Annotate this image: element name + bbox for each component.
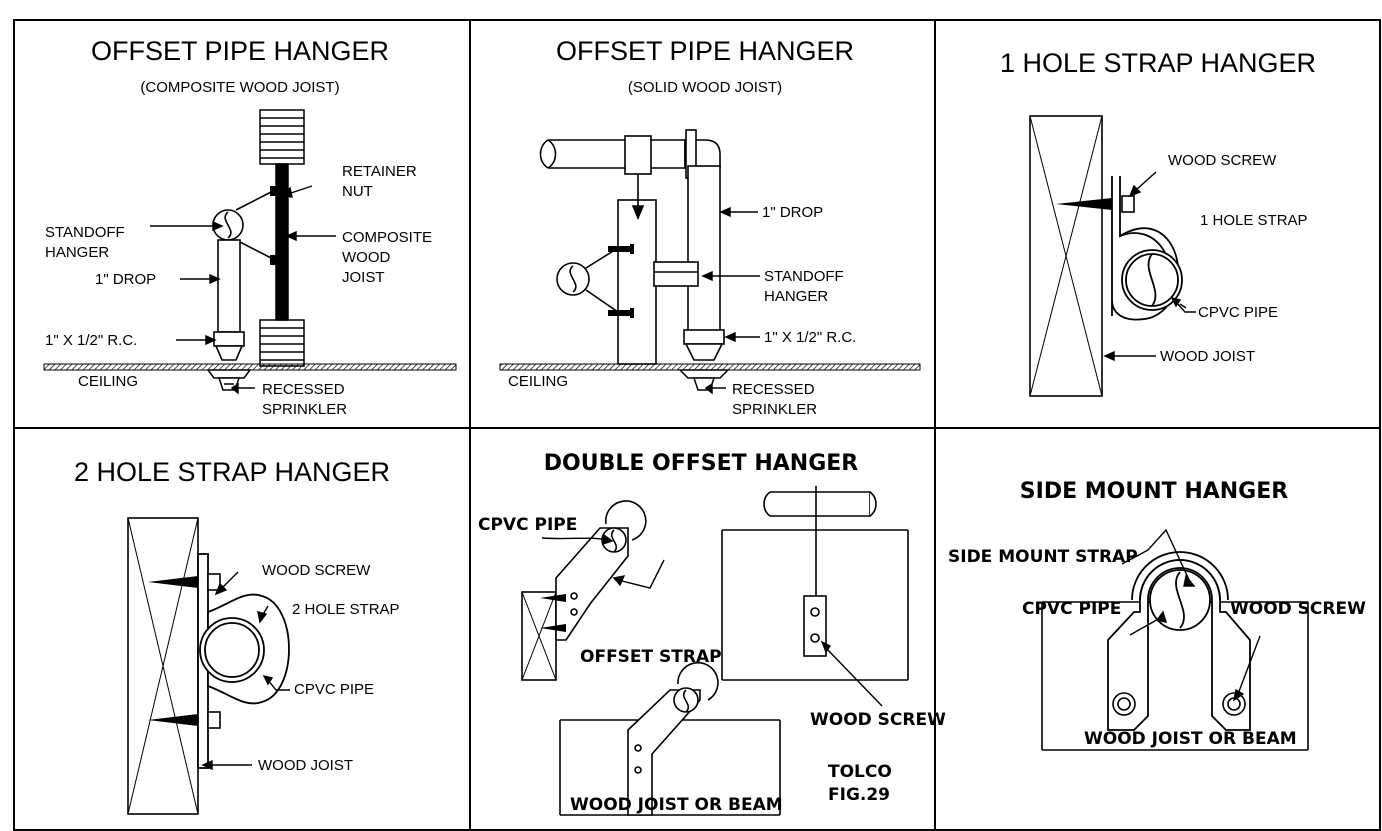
tolco-label: FIG.29 [828, 785, 890, 805]
recessed-sprinkler-icon [206, 369, 252, 391]
solid-wood-joist [617, 199, 657, 365]
strap-label: 2 HOLE STRAP [292, 601, 400, 618]
wood-joist [1029, 115, 1103, 397]
retainer-label: RETAINER [342, 163, 417, 180]
recessed-sprinkler-icon [678, 369, 730, 391]
panel-subtitle: (SOLID WOOD JOIST) [628, 79, 782, 96]
panel-title: 1 HOLE STRAP HANGER [1000, 48, 1316, 78]
panel-title: OFFSET PIPE HANGER [556, 36, 854, 66]
standoff-label: STANDOFF [45, 224, 125, 241]
joist-bottom-view [559, 661, 781, 816]
sprinkler-label: SPRINKLER [732, 401, 817, 418]
pipe-assembly [539, 129, 725, 361]
sprinkler-label: RECESSED [732, 381, 815, 398]
panel-subtitle: (COMPOSITE WOOD JOIST) [140, 79, 339, 96]
callouts: SIDE MOUNT STRAP CPVC PIPE WOOD SCREW WO… [948, 547, 1366, 749]
screw-label: WOOD SCREW [810, 710, 946, 730]
leaders [201, 571, 290, 771]
callouts: RETAINER NUT STANDOFF HANGER COMPOSITE W… [45, 163, 432, 418]
cpvc-pipe-icon [199, 617, 265, 683]
strap-label: 1 HOLE STRAP [1200, 212, 1308, 229]
pipe-label: CPVC PIPE [478, 515, 577, 535]
offset-strap-detail [521, 500, 647, 681]
ceiling-label: CEILING [78, 373, 138, 390]
rc-label: 1" X 1/2" R.C. [45, 332, 137, 349]
tolco-label: TOLCO [828, 762, 892, 782]
callouts: WOOD SCREW 2 HOLE STRAP CPVC PIPE WOOD J… [258, 562, 400, 774]
leaders [541, 533, 883, 707]
rc-label: 1" X 1/2" R.C. [764, 329, 856, 346]
panel-grid [13, 19, 1381, 831]
drop-pipe [213, 239, 245, 361]
panel-title: SIDE MOUNT HANGER [1020, 479, 1288, 504]
wood-screw-icon [148, 573, 221, 729]
screw-icons [608, 244, 634, 318]
callouts: 1" DROP STANDOFF HANGER 1" X 1/2" R.C. C… [508, 204, 856, 418]
strap-label: OFFSET STRAP [580, 647, 722, 667]
joist-top-view [721, 486, 909, 681]
joist-label: WOOD JOIST OR BEAM [570, 795, 783, 815]
composite-label: WOOD [342, 249, 390, 266]
strap-label: SIDE MOUNT STRAP [948, 547, 1138, 567]
ceiling-label: CEILING [508, 373, 568, 390]
drop-label: 1" DROP [95, 271, 156, 288]
leaders [150, 185, 336, 395]
callouts: WOOD SCREW 1 HOLE STRAP CPVC PIPE WOOD J… [1160, 152, 1308, 365]
pipe-label: CPVC PIPE [1198, 304, 1278, 321]
panel-two-hole-strap: 2 HOLE STRAP HANGER WOOD SCREW [74, 457, 400, 815]
wood-screw-icon [1112, 692, 1246, 716]
pipe-label: CPVC PIPE [294, 681, 374, 698]
panel-side-mount: SIDE MOUNT HANGER SIDE MOUNT STRAP [948, 479, 1366, 751]
panel-one-hole-strap: 1 HOLE STRAP HANGER WOOD SCREW [1000, 48, 1316, 397]
sprinkler-label: RECESSED [262, 381, 345, 398]
ceiling [499, 363, 921, 371]
joist-label: WOOD JOIST [1160, 348, 1255, 365]
composite-label: COMPOSITE [342, 229, 432, 246]
leaders [1103, 171, 1196, 362]
screw-label: WOOD SCREW [262, 562, 371, 579]
panel-offset-hanger-solid: OFFSET PIPE HANGER (SOLID WOOD JOIST) [499, 36, 921, 418]
panel-title: DOUBLE OFFSET HANGER [544, 451, 859, 476]
cpvc-pipe-icon [1121, 249, 1183, 311]
panel-title: OFFSET PIPE HANGER [91, 36, 389, 66]
leaders [701, 206, 760, 395]
composite-wood-joist [259, 109, 305, 367]
retainer-label: NUT [342, 183, 373, 200]
panel-offset-hanger-composite: OFFSET PIPE HANGER (COMPOSITE WOOD JOIST… [43, 36, 457, 418]
ceiling [43, 363, 457, 371]
cpvc-pipe-icon [1149, 569, 1211, 631]
standoff-label: HANGER [764, 288, 828, 305]
standoff-label: STANDOFF [764, 268, 844, 285]
sprinkler-label: SPRINKLER [262, 401, 347, 418]
joist-label: WOOD JOIST [258, 757, 353, 774]
pipe-label: CPVC PIPE [1022, 599, 1121, 619]
panel-double-offset: DOUBLE OFFSET HANGER [478, 451, 946, 816]
composite-label: JOIST [342, 269, 385, 286]
standoff-label: HANGER [45, 244, 109, 261]
wood-screw-icon [540, 594, 566, 632]
leaders [1121, 528, 1261, 702]
screw-label: WOOD SCREW [1230, 599, 1366, 619]
callouts: CPVC PIPE OFFSET STRAP WOOD SCREW WOOD J… [478, 515, 946, 815]
drop-label: 1" DROP [762, 204, 823, 221]
panel-title: 2 HOLE STRAP HANGER [74, 457, 390, 487]
wood-joist [127, 517, 199, 815]
wood-screw-icon [1056, 195, 1135, 213]
retainer-nut-icon [270, 186, 276, 265]
standoff-hanger-icon [556, 247, 619, 313]
screw-label: WOOD SCREW [1168, 152, 1277, 169]
joist-label: WOOD JOIST OR BEAM [1084, 729, 1297, 749]
